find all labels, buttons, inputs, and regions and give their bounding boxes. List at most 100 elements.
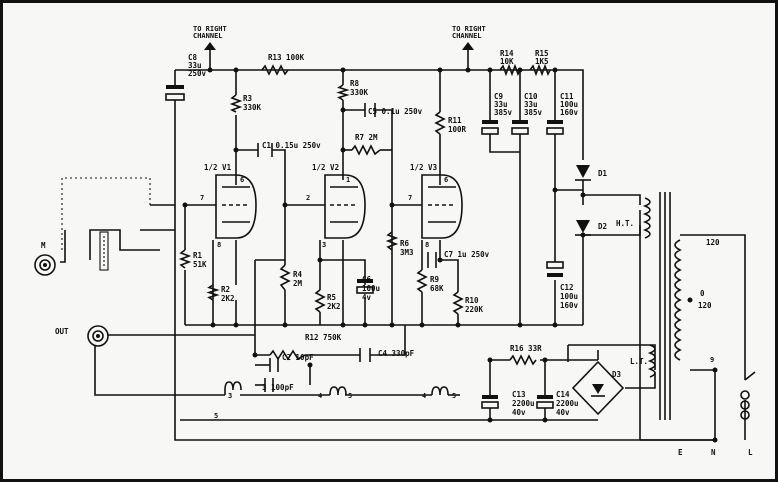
label-ht: H.T. (616, 219, 634, 228)
pin-5b: 5 (452, 392, 456, 400)
pin-3a: 3 (228, 392, 232, 400)
label-e: E (678, 448, 683, 457)
pin-7b: 7 (408, 194, 412, 202)
resistor-r4 (279, 264, 291, 291)
label-r2-value: 2K2 (221, 294, 235, 303)
label-c14-value: 2200u (556, 399, 579, 408)
label-r2: R2 (221, 285, 230, 294)
label-c14-voltage: 40v (556, 408, 570, 417)
label-r5: R5 (327, 293, 336, 302)
resistor-r2 (206, 284, 220, 301)
label-r8: R8 (350, 79, 360, 88)
pin-numbers: 7 6 8 2 1 3 7 6 8 3 4 5 4 5 5 9 (200, 176, 714, 420)
label-c13-voltage: 40v (512, 408, 526, 417)
label-c11-value: 100u (560, 100, 578, 109)
junction-dots (182, 67, 718, 443)
label-120-top: 120 (706, 238, 720, 247)
label-r6: R6 (400, 239, 410, 248)
label-r15: R15 (535, 49, 549, 58)
label-c3: 3 100pF (262, 383, 294, 392)
label-c7: C7 1u 250v (444, 250, 490, 259)
label-d1: D1 (598, 169, 608, 178)
diode-d1 (575, 165, 591, 181)
capacitor-c11 (546, 120, 564, 135)
label-d3: D3 (612, 370, 622, 379)
label-l: L (748, 448, 753, 457)
label-to-right-1: TO RIGHT (193, 25, 227, 33)
label-120-bottom: 120 (698, 301, 712, 310)
label-r4: R4 (293, 270, 303, 279)
label-c9-value: 33u (494, 100, 508, 109)
label-r7: R7 2M (355, 133, 378, 142)
capacitor-c7 (427, 252, 437, 268)
label-r9-value: 68K (430, 284, 444, 293)
capacitor-c8 (165, 85, 185, 101)
pin-6a: 6 (240, 176, 244, 184)
label-c9-voltage: 385v (494, 108, 513, 117)
component-labels: TO RIGHT CHANNEL TO RIGHT CHANNEL R13 10… (41, 25, 753, 457)
capacitor-c9 (481, 120, 499, 135)
label-r14-value: 10K (500, 57, 514, 66)
wiring (60, 69, 746, 441)
resistor-r7 (351, 144, 381, 156)
label-c11: C11 (560, 92, 574, 101)
label-r12: R12 750K (305, 333, 342, 342)
resistor-r1 (178, 249, 192, 269)
pin-1: 1 (346, 176, 350, 184)
label-r1: R1 (193, 251, 203, 260)
output-jack (87, 325, 109, 347)
label-r9: R9 (430, 275, 440, 284)
pin-6b: 6 (444, 176, 448, 184)
ht-transformer (642, 192, 682, 420)
input-selector-switch (99, 231, 109, 271)
label-v1: 1/2 V1 (204, 163, 232, 172)
capacitor-c12 (546, 261, 564, 277)
tube-v1 (215, 174, 257, 239)
label-r13: R13 100K (268, 53, 305, 62)
label-c12: C12 (560, 283, 574, 292)
capacitor-c13 (481, 395, 499, 409)
label-to-right-2: TO RIGHT (452, 25, 486, 33)
resistor-r12 (269, 349, 306, 361)
resistor-r15 (529, 63, 551, 77)
label-d2: D2 (598, 222, 607, 231)
resistor-r3 (229, 94, 243, 113)
resistor-r14 (499, 63, 521, 77)
label-n: N (711, 448, 716, 457)
label-c8-voltage: 250v (188, 69, 207, 78)
label-c9: C9 (494, 92, 504, 101)
label-channel-2: CHANNEL (452, 32, 482, 40)
pin-8b: 8 (425, 241, 429, 249)
tube-v3 (421, 174, 463, 239)
label-c13-value: 2200u (512, 399, 535, 408)
label-lt: L.T. (630, 357, 648, 366)
label-r15-value: 1K5 (535, 57, 549, 66)
bridge-rectifier-d3 (571, 360, 625, 416)
label-r4-value: 2M (293, 279, 303, 288)
label-c13: C13 (512, 390, 526, 399)
label-r14: R14 (500, 49, 514, 58)
label-r11-value: 100R (448, 125, 467, 134)
label-c6-voltage: 4v (362, 293, 372, 302)
label-out: OUT (55, 327, 69, 336)
label-r3-value: 330K (243, 103, 262, 112)
capacitor-c14 (536, 395, 554, 409)
label-c8: C8 (188, 53, 198, 62)
label-c1: C1 0.15u 250v (262, 141, 321, 150)
label-v3: 1/2 V3 (410, 163, 438, 172)
capacitor-c3 (264, 378, 274, 392)
resistor-r11 (434, 111, 446, 135)
output-coils (224, 381, 449, 396)
resistor-r16 (509, 354, 537, 366)
label-c10-voltage: 385v (524, 108, 543, 117)
label-c14: C14 (556, 390, 570, 399)
label-c4: C4 330pF (378, 349, 415, 358)
input-jack (34, 254, 56, 276)
capacitor-c5 (364, 103, 376, 117)
mains-fuse (740, 371, 756, 420)
label-r11: R11 (448, 116, 462, 125)
label-0: 0 (700, 289, 705, 298)
pin-5a: 5 (348, 392, 352, 400)
label-c11-voltage: 160v (560, 108, 579, 117)
